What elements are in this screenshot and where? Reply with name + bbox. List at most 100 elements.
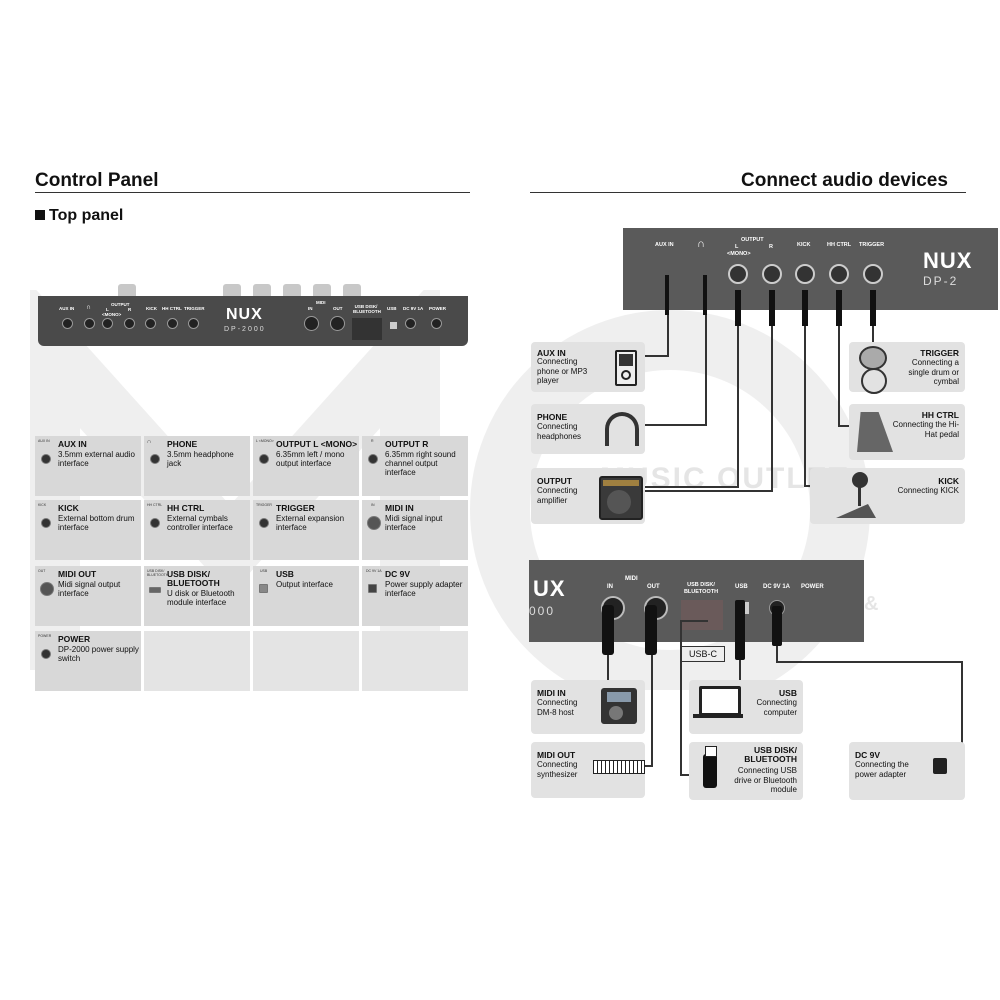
midi-port-icon bbox=[367, 516, 381, 530]
device-label: TRIGGER bbox=[859, 242, 885, 248]
cell-aux-in: AUX IN AUX IN 3.5mm external audio inter… bbox=[35, 436, 141, 496]
cell-desc: Midi signal input interface bbox=[385, 514, 443, 532]
box-title: OUTPUT bbox=[537, 476, 572, 486]
box-title: PHONE bbox=[537, 412, 568, 422]
cell-title: DC 9V bbox=[385, 569, 411, 579]
cell-empty bbox=[362, 631, 468, 691]
box-desc: Connecting DM-8 host bbox=[537, 698, 578, 717]
cell-tiny-label: R bbox=[371, 439, 374, 443]
cell-phone: ∩ PHONE 3.5mm headphone jack bbox=[144, 436, 250, 496]
device-label: USB bbox=[387, 306, 397, 311]
device-label: POWER bbox=[429, 306, 447, 311]
box-usb: USB Connecting computer bbox=[689, 680, 803, 734]
cell-usb: USB USB Output interface bbox=[253, 566, 359, 626]
output-l-jack bbox=[102, 318, 113, 329]
device-label: OUTPUT bbox=[111, 302, 130, 307]
device-label: USB bbox=[735, 584, 748, 590]
device-top-closeup: AUX IN ∩ OUTPUT L R <MONO> KICK HH CTRL … bbox=[623, 228, 998, 310]
cell-empty bbox=[253, 631, 359, 691]
cell-title: AUX IN bbox=[58, 439, 87, 449]
box-aux-in: AUX IN Connecting phone or MP3 player bbox=[531, 342, 645, 392]
usb-port-icon bbox=[259, 584, 268, 593]
cell-title: TRIGGER bbox=[276, 503, 315, 513]
wire bbox=[961, 661, 963, 798]
box-desc: Connecting headphones bbox=[537, 422, 582, 441]
box-midi-in: MIDI IN Connecting DM-8 host bbox=[531, 680, 645, 734]
cell-output-l: L <MONO> OUTPUT L <MONO> 6.35mm left / m… bbox=[253, 436, 359, 496]
box-kick: KICK Connecting KICK bbox=[810, 468, 965, 524]
cell-tiny-label: TRIGGER bbox=[256, 503, 272, 507]
device-label: R bbox=[128, 307, 132, 312]
device-label: R bbox=[769, 244, 773, 250]
kick-jack bbox=[145, 318, 156, 329]
square-bullet-icon bbox=[35, 210, 45, 220]
jack-icon bbox=[150, 454, 160, 464]
model-name: DP-2000 bbox=[224, 326, 266, 333]
usb-drive-icon bbox=[703, 754, 717, 788]
cell-tiny-label: USB bbox=[260, 569, 268, 573]
box-desc: Connecting USB drive or Bluetooth module bbox=[734, 766, 797, 794]
subtitle-text: Top panel bbox=[49, 207, 124, 224]
headphone-icon: ∩ bbox=[86, 304, 92, 311]
box-title: USB DISK/ BLUETOOTH bbox=[744, 745, 797, 764]
device-label: OUT bbox=[647, 584, 660, 590]
midi-out-port bbox=[330, 316, 345, 331]
model-name: DP-2 bbox=[923, 274, 959, 288]
wire bbox=[838, 326, 840, 426]
box-title: DC 9V bbox=[855, 750, 881, 760]
headphone-icon: ∩ bbox=[147, 439, 152, 445]
jack-icon bbox=[41, 454, 51, 464]
output-r-jack bbox=[762, 264, 782, 284]
cell-tiny-label: USB DISK/ BLUETOOTH bbox=[147, 569, 169, 577]
wire bbox=[804, 326, 806, 486]
amplifier-icon bbox=[599, 476, 643, 520]
brand-logo: NUX bbox=[226, 306, 263, 323]
wire bbox=[680, 620, 682, 775]
mp3-player-icon bbox=[615, 350, 637, 386]
cell-title: USB bbox=[276, 569, 294, 579]
midi-out-cable bbox=[645, 605, 657, 655]
wire bbox=[838, 425, 858, 427]
device-bottom-closeup: UX 000 MIDI IN OUT USB DISK/ BLUETOOTH U… bbox=[529, 560, 864, 642]
laptop-icon bbox=[699, 686, 741, 716]
cell-empty bbox=[144, 631, 250, 691]
box-title: AUX IN bbox=[537, 348, 566, 358]
device-label: TRIGGER bbox=[184, 306, 205, 311]
wire bbox=[776, 646, 778, 662]
headphones-icon bbox=[605, 412, 639, 446]
box-dc-9v: DC 9V Connecting the power adapter bbox=[849, 742, 965, 800]
cell-midi-out: OUT MIDI OUT Midi signal output interfac… bbox=[35, 566, 141, 626]
wire bbox=[607, 655, 609, 700]
cell-title: MIDI IN bbox=[385, 503, 414, 513]
cell-desc: 6.35mm left / mono output interface bbox=[276, 450, 345, 468]
cell-title: OUTPUT L <MONO> bbox=[276, 439, 358, 449]
device-label: AUX IN bbox=[655, 242, 674, 248]
cell-tiny-label: OUT bbox=[38, 569, 46, 573]
cell-title: POWER bbox=[58, 634, 91, 644]
cell-hh-ctrl: HH CTRL HH CTRL External cymbals control… bbox=[144, 500, 250, 560]
device-label: AUX IN bbox=[59, 306, 75, 311]
box-midi-out: MIDI OUT Connecting synthesizer bbox=[531, 742, 645, 798]
wire bbox=[872, 326, 874, 356]
box-hh-ctrl: HH CTRL Connecting the Hi-Hat pedal bbox=[849, 404, 965, 460]
device-label: USB DISK/ BLUETOOTH bbox=[353, 304, 381, 314]
device-label: <MONO> bbox=[727, 251, 751, 257]
device-knob bbox=[118, 284, 136, 296]
device-knob bbox=[343, 284, 361, 296]
cell-tiny-label: IN bbox=[371, 503, 375, 507]
phone-cable bbox=[703, 275, 707, 315]
subtitle-top-panel: Top panel bbox=[35, 207, 123, 225]
jack-icon bbox=[259, 518, 269, 528]
dc-jack-icon bbox=[368, 584, 377, 593]
top-panel-device: AUX IN ∩ OUTPUT L R <MONO> KICK HH CTRL … bbox=[38, 284, 468, 346]
usb-port bbox=[390, 322, 397, 329]
usb-disk-port-area bbox=[681, 600, 723, 630]
model-name: 000 bbox=[529, 604, 556, 618]
cell-desc: 3.5mm external audio interface bbox=[58, 450, 135, 468]
wire bbox=[776, 661, 962, 663]
cell-desc: External cymbals controller interface bbox=[167, 514, 233, 532]
device-label: IN bbox=[607, 584, 613, 590]
cell-title: USB DISK/ BLUETOOTH bbox=[167, 569, 220, 588]
device-label: MIDI bbox=[625, 576, 638, 582]
cell-title: HH CTRL bbox=[167, 503, 205, 513]
